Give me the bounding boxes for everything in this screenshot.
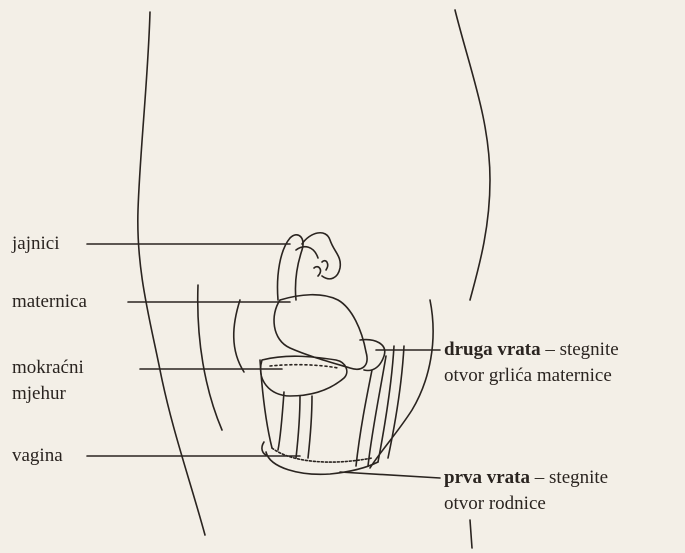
bladder-inner bbox=[270, 365, 338, 368]
label-second-gate: druga vrata – stegnite bbox=[444, 338, 619, 361]
back-curve bbox=[370, 300, 433, 468]
body-outline-right bbox=[455, 10, 490, 300]
urethra-1 bbox=[296, 396, 300, 458]
label-second-gate-line2: otvor grlića maternice bbox=[444, 364, 612, 387]
label-bladder-line1: mokraćni bbox=[12, 356, 84, 379]
second-gate-bold: druga vrata bbox=[444, 339, 541, 360]
label-uterus: maternica bbox=[12, 290, 87, 313]
label-first-gate: prva vrata – stegnite bbox=[444, 466, 608, 489]
thigh-curve-2 bbox=[234, 300, 244, 372]
urethra-2 bbox=[308, 396, 312, 458]
bladder bbox=[261, 356, 347, 396]
first-gate-bold: prva vrata bbox=[444, 467, 530, 488]
front-wall bbox=[278, 392, 284, 450]
label-bladder-line2: mjehur bbox=[12, 382, 66, 405]
pointer-first-gate bbox=[340, 472, 440, 478]
second-gate-rest: – stegnite bbox=[541, 339, 619, 360]
first-gate-rest: – stegnite bbox=[530, 467, 608, 488]
thigh-curve-3 bbox=[260, 360, 272, 448]
thigh-curve-1 bbox=[198, 285, 222, 430]
label-first-gate-line2: otvor rodnice bbox=[444, 492, 546, 515]
bottom-line bbox=[470, 520, 472, 548]
label-vagina: vagina bbox=[12, 444, 63, 467]
label-ovaries: jajnici bbox=[12, 232, 59, 255]
